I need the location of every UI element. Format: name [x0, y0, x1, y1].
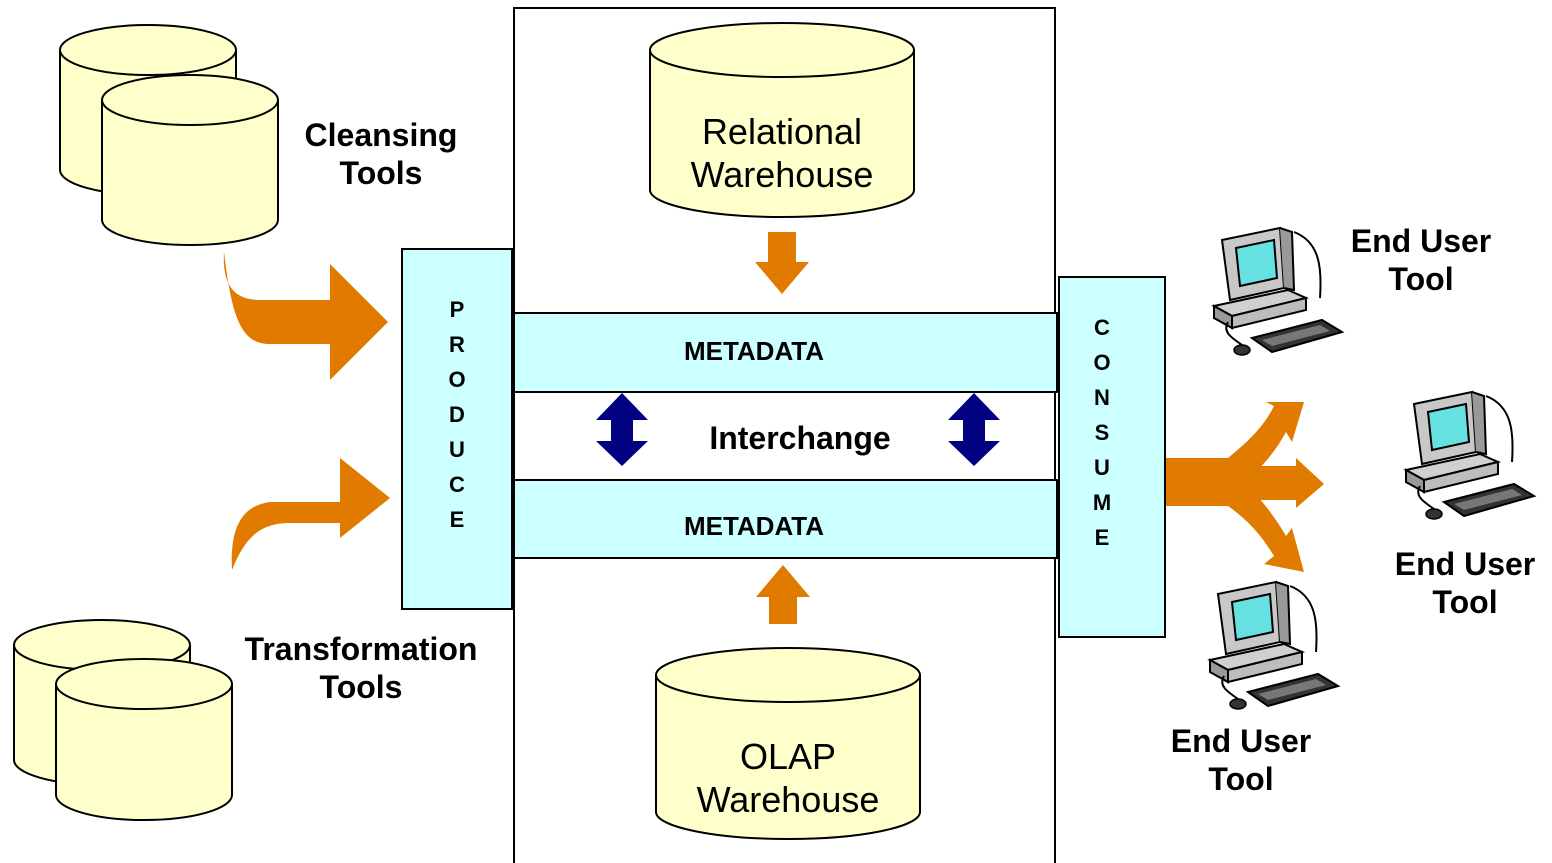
metadata-band-bottom — [513, 479, 1058, 559]
metadata-label-bottom: METADATA — [683, 511, 825, 541]
interchange-label: Interchange — [709, 420, 891, 456]
end-user-tool-label-middle: End User Tool — [1394, 546, 1536, 621]
relational-warehouse-label: Relational Warehouse — [690, 111, 874, 196]
consume-column — [1058, 276, 1166, 638]
vertical-letter: D — [449, 402, 465, 427]
olap-warehouse-label: OLAP Warehouse — [696, 736, 880, 821]
cleansing-tools-label: Cleansing Tools — [304, 117, 458, 192]
transformation-produce-arrow — [231, 458, 390, 570]
transformation-tools-cylinders — [13, 619, 233, 821]
vertical-letter: E — [1094, 525, 1110, 550]
produce-column — [401, 248, 513, 610]
consume-output-arrows — [1166, 402, 1324, 572]
vertical-letter: E — [449, 507, 465, 532]
vertical-letter: P — [449, 297, 465, 322]
metadata-band-top — [513, 312, 1058, 393]
vertical-letter: O — [1093, 350, 1111, 375]
computer-icon-middle — [1405, 391, 1535, 520]
cleansing-tools-cylinders — [59, 24, 279, 246]
vertical-letter: U — [449, 437, 465, 462]
relational-to-metadata-arrow — [755, 232, 809, 294]
end-user-tool-label-bottom: End User Tool — [1170, 723, 1312, 798]
transformation-tools-label: Transformation Tools — [244, 631, 478, 706]
olap-warehouse-cylinder — [655, 647, 921, 840]
end-user-tool-label-top: End User Tool — [1350, 223, 1492, 298]
vertical-letter: C — [449, 472, 465, 497]
cleansing-produce-arrow — [223, 252, 388, 380]
vertical-letter: C — [1094, 315, 1110, 340]
relational-warehouse-cylinder — [649, 22, 915, 218]
vertical-letter: M — [1092, 490, 1112, 515]
vertical-letter: N — [1094, 385, 1110, 410]
interchange-arrow-right — [948, 393, 1000, 466]
vertical-letter: O — [448, 367, 466, 392]
computer-icon-bottom — [1209, 581, 1339, 710]
olap-to-metadata-arrow — [756, 565, 810, 624]
interchange-arrow-left — [596, 393, 648, 466]
vertical-letter: U — [1094, 455, 1110, 480]
vertical-letter: R — [449, 332, 465, 357]
vertical-letter: S — [1094, 420, 1110, 445]
metadata-label-top: METADATA — [683, 336, 825, 366]
